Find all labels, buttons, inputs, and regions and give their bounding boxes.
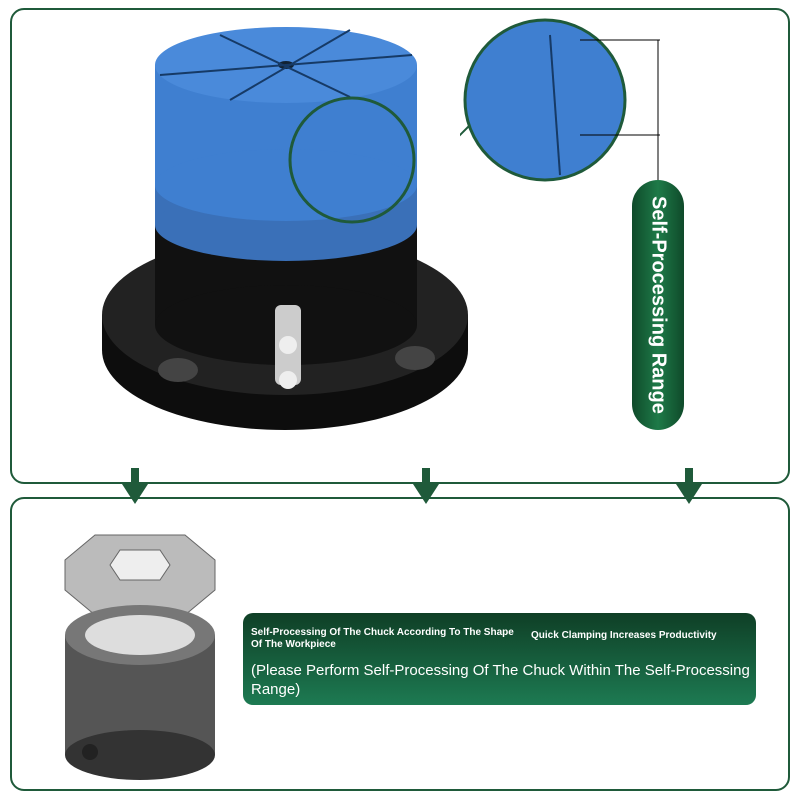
feature-banner: Self-Processing Of The Chuck According T…: [243, 613, 756, 705]
feature-quick-clamping: Quick Clamping Increases Productivity: [531, 630, 717, 641]
feature-self-processing: Self-Processing Of The Chuck According T…: [251, 627, 514, 650]
down-arrow-icon: [122, 468, 148, 504]
chuck-product-image: [102, 27, 468, 430]
machined-chuck-image: [64, 534, 216, 780]
self-processing-range-label: Self-Processing Range: [632, 180, 684, 430]
down-arrow-icon: [413, 468, 439, 504]
range-label-text: Self-Processing Range: [647, 196, 670, 414]
usage-note: (Please Perform Self-Processing Of The C…: [251, 662, 750, 698]
zoom-detail-callout: [460, 18, 660, 185]
down-arrow-icon: [676, 468, 702, 504]
